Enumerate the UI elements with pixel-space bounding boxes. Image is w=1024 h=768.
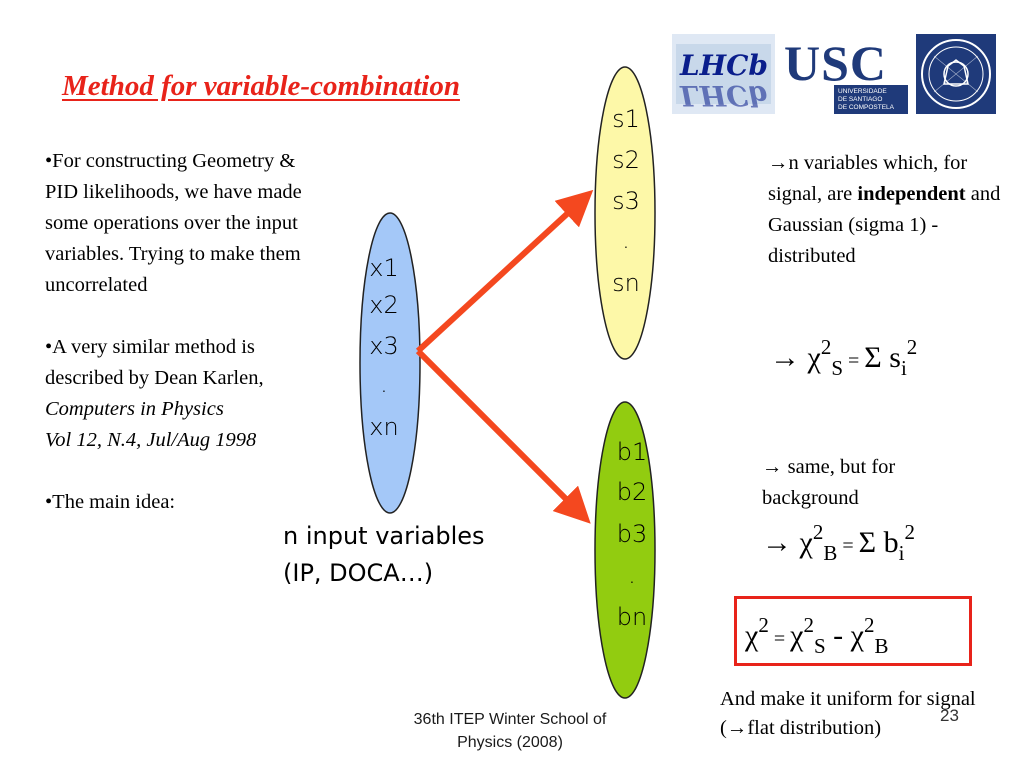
signal-var: . xyxy=(622,226,630,254)
input-label-line1: n input variables xyxy=(283,522,485,550)
input-var: x3 xyxy=(369,332,398,360)
background-var: bn xyxy=(617,603,647,631)
uniform-note-text: And make it uniform for signal ( xyxy=(720,688,976,739)
superscript: 2 xyxy=(803,613,814,637)
background-var: b3 xyxy=(617,520,648,548)
superscript: 2 xyxy=(863,613,875,637)
equals-sign: = xyxy=(768,628,791,650)
reference-journal: Computers in Physics xyxy=(45,398,224,420)
usc-logo-text: USC xyxy=(784,35,887,91)
input-var: x2 xyxy=(369,291,398,319)
minus-sign: - xyxy=(825,619,851,652)
signal-description-bold: independent xyxy=(857,183,966,205)
arrow-right-icon: → xyxy=(770,341,800,374)
left-text-block: •For constructing Geometry & PID likelih… xyxy=(45,146,307,518)
background-variables-ellipse xyxy=(594,401,656,699)
signal-var: sn xyxy=(612,269,640,297)
signal-description-rest: and Gaussian (sigma 1) - distributed xyxy=(768,183,1001,267)
bullet-main-idea: •The main idea: xyxy=(45,491,176,513)
background-var: b1 xyxy=(617,438,648,466)
chi2-background-formula: → χ2B = Σ bi2 xyxy=(762,520,915,566)
subscript: B xyxy=(823,541,838,565)
signal-description-text: n variables which, for signal, are xyxy=(768,152,968,205)
background-description: → same, but for background xyxy=(762,452,992,514)
background-var: . xyxy=(628,561,636,589)
lhcb-logo-text: LHCb xyxy=(679,49,768,82)
superscript: 2 xyxy=(812,520,824,544)
footer: 36th ITEP Winter School of Physics (2008… xyxy=(378,708,642,754)
background-description-text: same, but for background xyxy=(762,456,896,509)
superscript: 2 xyxy=(758,613,769,637)
logos: LHCb LHCb USC UNIVERSIDADE DE SANTIAGO D… xyxy=(672,34,996,114)
chi-symbol: χ xyxy=(745,619,759,652)
slide-title: Method for variable-combination xyxy=(62,70,460,102)
input-variables-label: n input variables (IP, DOCA…) xyxy=(283,518,485,592)
subscript: S xyxy=(831,356,844,380)
arrow-right-icon: → xyxy=(762,456,783,478)
equals-sign: = xyxy=(843,350,865,372)
footer-line2: Physics (2008) xyxy=(457,734,563,751)
subscript: B xyxy=(874,634,889,658)
variable: s xyxy=(889,341,901,374)
usc-logo-line2: DE SANTIAGO xyxy=(838,96,882,103)
lhcb-logo: LHCb LHCb xyxy=(672,34,775,114)
lhcb-logo-reflection: LHCb xyxy=(679,79,768,112)
arrow-right-icon: → xyxy=(726,717,748,739)
subscript: S xyxy=(813,634,826,658)
reference-volume: Vol 12, N.4, Jul/Aug 1998 xyxy=(45,429,257,451)
footer-line1: 36th ITEP Winter School of xyxy=(413,711,607,728)
input-label-line2: (IP, DOCA…) xyxy=(283,559,434,587)
arrow-to-signal xyxy=(415,189,594,354)
uniform-note: And make it uniform for signal (→flat di… xyxy=(720,685,1010,743)
input-variable-list: x1 x2 x3 . xn xyxy=(369,254,398,441)
chi2-signal-formula: → χ2S = Σ si2 xyxy=(770,335,917,381)
signal-description: →n variables which, for signal, are inde… xyxy=(768,148,1003,272)
chi-symbol: χ xyxy=(790,619,804,652)
signal-variable-list: s1 s2 s3 . sn xyxy=(612,105,640,297)
page-number: 23 xyxy=(940,706,959,725)
bullet-similar-method: •A very similar method is described by D… xyxy=(45,332,307,456)
superscript: 2 xyxy=(906,335,918,359)
input-var: . xyxy=(380,370,388,398)
superscript: 2 xyxy=(904,520,915,544)
arrow-to-background xyxy=(415,348,591,524)
bullet-constructing: •For constructing Geometry & PID likelih… xyxy=(45,150,302,296)
equals-sign: = xyxy=(837,535,859,557)
signal-variables-ellipse xyxy=(594,66,656,360)
input-var: xn xyxy=(369,413,398,441)
sum-symbol: Σ xyxy=(858,526,877,559)
usc-logo-line1: UNIVERSIDADE xyxy=(838,88,887,95)
background-variable-list: b1 b2 b3 . bn xyxy=(617,438,648,631)
chi-symbol: χ xyxy=(850,619,864,652)
superscript: 2 xyxy=(820,335,832,359)
sum-symbol: Σ xyxy=(864,341,882,374)
seal-icon xyxy=(916,34,996,114)
subscript: i xyxy=(900,356,907,380)
background-var: b2 xyxy=(617,478,648,506)
uniform-note-rest: flat distribution) xyxy=(747,717,882,739)
chi-symbol: χ xyxy=(799,526,813,559)
input-var: x1 xyxy=(369,254,398,282)
chi2-total-formula-box: χ2 = χ2S - χ2B xyxy=(734,596,972,666)
input-variables-ellipse xyxy=(359,212,421,514)
signal-var: s1 xyxy=(612,105,640,133)
chi-symbol: χ xyxy=(807,341,821,374)
signal-var: s2 xyxy=(612,146,640,174)
usc-logo-line3: DE COMPOSTELA xyxy=(838,104,895,111)
usc-logo: USC UNIVERSIDADE DE SANTIAGO DE COMPOSTE… xyxy=(782,34,908,114)
signal-var: s3 xyxy=(612,187,640,215)
subscript: i xyxy=(898,541,905,565)
arrow-right-icon: → xyxy=(762,526,792,559)
bullet-similar-method-text: •A very similar method is described by D… xyxy=(45,336,264,389)
variable: b xyxy=(883,526,899,559)
arrow-right-icon: → xyxy=(768,152,789,174)
